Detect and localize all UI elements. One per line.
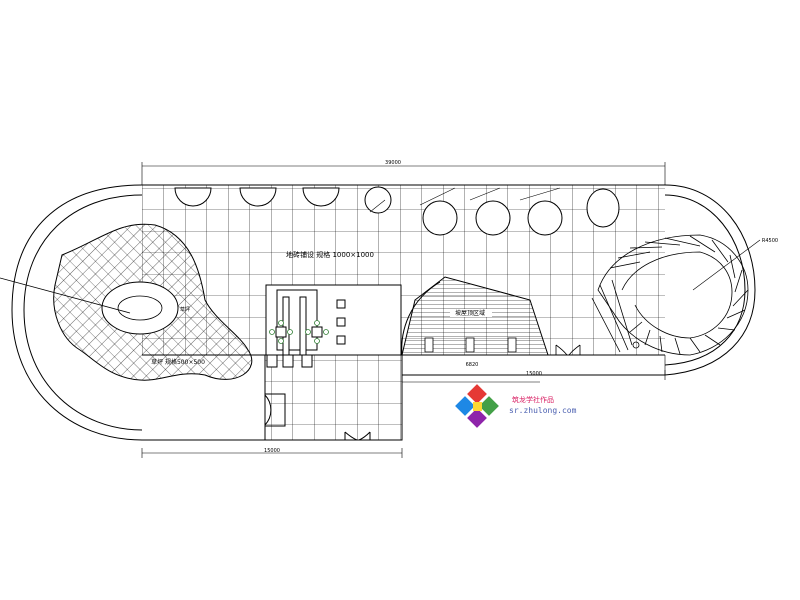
chairs	[269, 320, 329, 344]
area-labels: 地砖铺设 规格 1000×1000 草坪 草坪 规格500×500 坡屋顶区域	[151, 250, 485, 366]
watermark-url: sr.zhulong.com	[509, 406, 577, 415]
sloped-roof	[401, 276, 581, 356]
label-main-floor: 地砖铺设 规格 1000×1000	[286, 250, 374, 259]
zhulong-logo-icon	[455, 384, 499, 428]
dim-top-overall: 39000	[385, 160, 401, 166]
spiral-stair	[591, 234, 761, 356]
watermark: 筑龙学社作品 sr.zhulong.com	[455, 384, 577, 428]
dim-bottom-center: 6820	[466, 362, 479, 368]
dimension-texts: 39000 15000 6820 15000 R4500	[264, 160, 778, 454]
central-pavilion	[265, 284, 402, 368]
lawn-area	[0, 223, 253, 381]
round-planters	[174, 186, 620, 236]
dimension-lines	[141, 162, 666, 458]
dim-bottom-left: 15000	[264, 448, 280, 454]
dim-right-tag: R4500	[762, 238, 778, 244]
label-lawn-paving: 草坪 规格500×500	[151, 358, 205, 366]
dim-bottom-right: 15000	[526, 371, 542, 377]
label-lawn: 草坪	[180, 306, 190, 313]
tiled-floor	[142, 185, 665, 440]
lower-annex	[264, 393, 371, 441]
label-roof-area: 坡屋顶区域	[455, 309, 485, 317]
watermark-cn: 筑龙学社作品	[512, 395, 554, 404]
